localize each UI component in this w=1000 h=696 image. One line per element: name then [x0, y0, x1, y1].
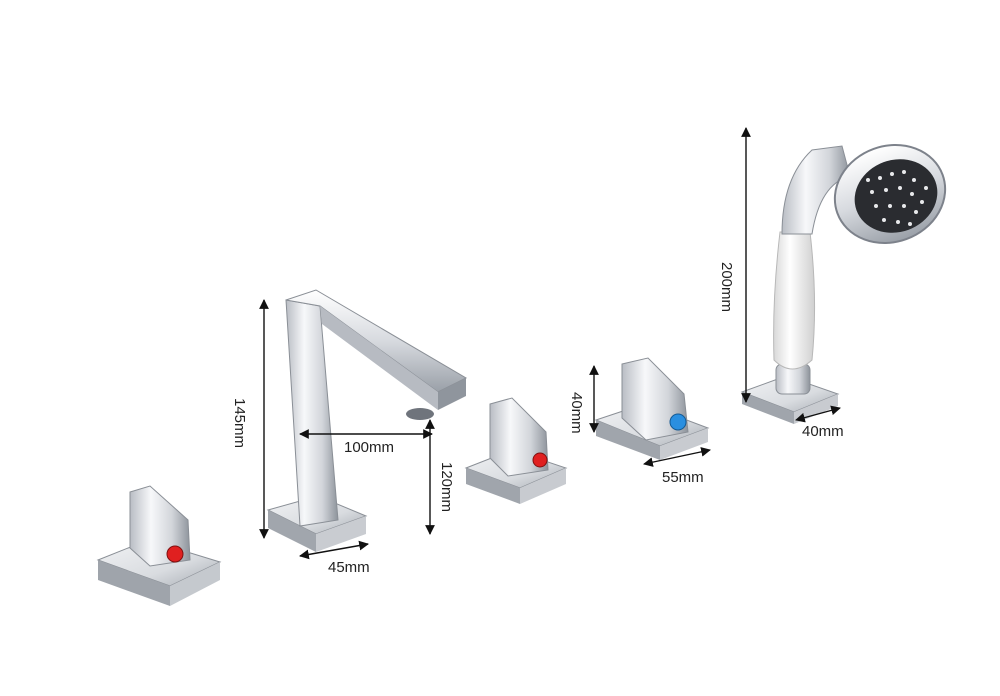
handle-base-arrow — [643, 447, 711, 467]
shower-neck — [781, 145, 851, 235]
spout-base-label: 45mm — [328, 559, 370, 576]
hot-valve-left — [96, 485, 222, 606]
spout-height-label: 145mm — [231, 398, 248, 448]
spout-column — [285, 299, 339, 527]
spout-base-arrow — [299, 540, 369, 560]
hand-shower — [740, 143, 947, 424]
shower-face — [854, 159, 938, 233]
cold-indicator-icon — [669, 413, 687, 431]
handle-base-label: 55mm — [662, 469, 704, 486]
shower-height-label: 200mm — [718, 262, 735, 312]
hot-valve-center — [464, 397, 568, 504]
spout-outlet — [406, 408, 434, 420]
shower-handle — [773, 231, 816, 370]
handle-height-label: 40mm — [568, 392, 585, 434]
hot-indicator-icon — [166, 545, 184, 563]
shower-base-label: 40mm — [802, 423, 844, 440]
tub-spout — [266, 289, 468, 552]
valve-height-label: 120mm — [438, 462, 455, 512]
hot-indicator-icon — [532, 452, 548, 468]
spout-reach-label: 100mm — [344, 439, 394, 456]
cold-valve — [594, 357, 710, 460]
dimension-lines — [259, 127, 841, 560]
shower-base-arrow — [795, 405, 841, 423]
